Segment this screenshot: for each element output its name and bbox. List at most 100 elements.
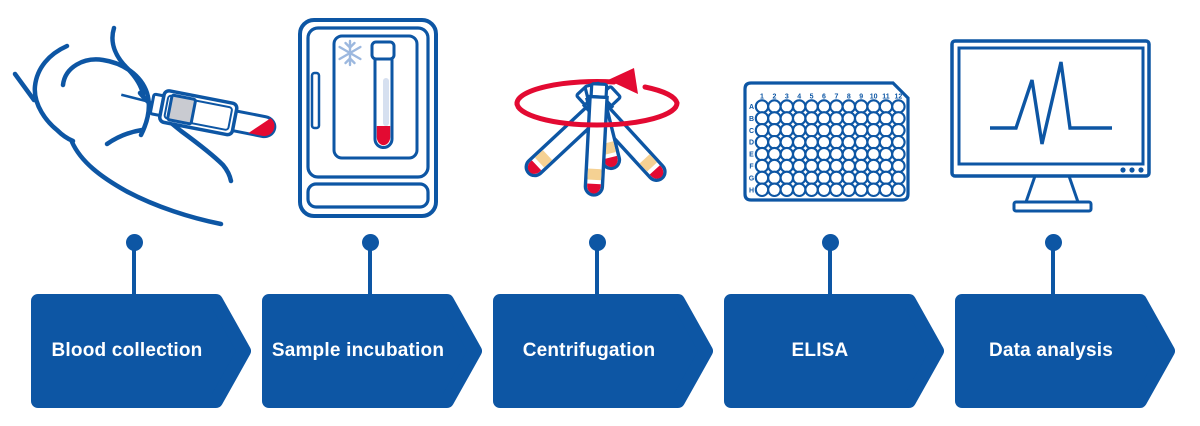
well [791, 111, 807, 126]
well [829, 182, 844, 198]
well [878, 146, 894, 162]
well [841, 99, 857, 114]
rotation-arrow-front [514, 100, 680, 128]
plate-column-label: 4 [797, 94, 801, 101]
connector-dot [125, 234, 143, 251]
well [866, 170, 881, 186]
well [816, 170, 832, 186]
plate-column-label: 1 [760, 94, 764, 101]
well [829, 170, 844, 186]
plate-column-label: 8 [847, 94, 851, 101]
well [841, 158, 857, 174]
well [891, 170, 906, 186]
well [804, 170, 819, 186]
rotation-arrow-back [514, 79, 617, 107]
well [767, 123, 782, 138]
monitor-screen [957, 46, 1145, 166]
plate-row-label: H [749, 187, 754, 194]
connector-line [132, 243, 136, 294]
well [853, 182, 869, 198]
monitor-stand [1023, 174, 1081, 204]
monitor-buttons [1120, 167, 1144, 173]
well [767, 111, 782, 126]
well [878, 182, 894, 198]
well [779, 111, 795, 126]
step-label: Sample incubation [271, 340, 445, 361]
monitor-base [1012, 200, 1093, 213]
connector-dot [1044, 234, 1062, 251]
well [767, 158, 782, 174]
well [853, 134, 869, 150]
sample-tube [370, 40, 396, 149]
rotation-arrowhead [608, 68, 638, 94]
well [791, 182, 807, 198]
well [804, 146, 819, 162]
well [779, 134, 795, 150]
blood-in-tube [248, 118, 275, 136]
well [791, 158, 807, 174]
well [829, 158, 844, 174]
well [791, 146, 807, 162]
well [841, 134, 857, 150]
well [829, 123, 844, 138]
well [767, 134, 782, 150]
well [754, 170, 770, 186]
well [841, 123, 857, 138]
plate-row-label: C [749, 128, 754, 135]
well [754, 182, 770, 198]
incubator-fridge-icon [298, 18, 438, 218]
well [841, 111, 857, 126]
well [754, 111, 770, 126]
well [853, 99, 869, 114]
well [878, 158, 894, 174]
well [891, 99, 906, 114]
well [853, 111, 869, 126]
tube-cap [370, 40, 396, 61]
step-label: ELISA [791, 340, 849, 361]
well [891, 111, 906, 126]
well-grid [754, 99, 906, 198]
well [816, 99, 832, 114]
connector-dot [361, 234, 379, 251]
well [779, 123, 795, 138]
blood-tube-syringe [120, 89, 277, 139]
well [804, 111, 819, 126]
fridge-drawer [306, 182, 430, 209]
well [779, 146, 795, 162]
well [891, 158, 906, 174]
connector-line [368, 243, 372, 294]
well [791, 134, 807, 150]
plate-column-label: 3 [785, 94, 789, 101]
plate-row-label: B [749, 116, 754, 123]
step-banner-blood-collection: Blood collection [31, 294, 251, 408]
well [816, 111, 832, 126]
monitor-signal-icon [950, 39, 1151, 213]
well [791, 123, 807, 138]
well [866, 99, 881, 114]
step-banner-elisa: ELISA [724, 294, 944, 408]
step-label: Blood collection [51, 340, 203, 361]
plate-column-label: 9 [859, 94, 863, 101]
well [791, 170, 807, 186]
well [878, 123, 894, 138]
well [841, 182, 857, 198]
well [779, 158, 795, 174]
plate-column-label: 5 [810, 94, 814, 101]
well [891, 123, 906, 138]
tube-blood [376, 126, 391, 146]
plate-row-label: D [749, 140, 754, 147]
plate-column-label: 12 [895, 94, 903, 101]
step-banner-centrifugation: Centrifugation [493, 294, 713, 408]
plate-column-label: 11 [882, 94, 890, 101]
plate-row-label: G [749, 175, 755, 182]
well [853, 158, 869, 174]
door-handle [310, 71, 321, 130]
well [853, 123, 869, 138]
well [853, 170, 869, 186]
signal-waveform [990, 61, 1112, 145]
well [779, 99, 795, 114]
tube-2 [583, 82, 609, 197]
snowflake-icon [338, 39, 362, 67]
